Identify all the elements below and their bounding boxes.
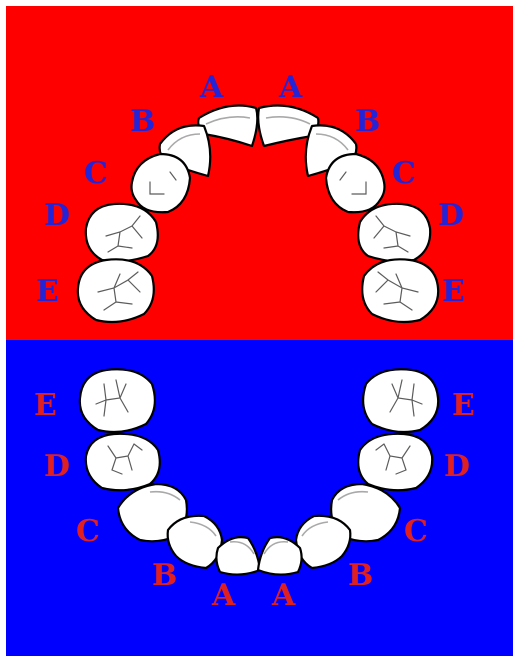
- upper-right-e-label: E: [442, 274, 465, 309]
- lower-left-e-tooth[interactable]: [80, 369, 155, 432]
- upper-right-d-tooth[interactable]: [358, 204, 430, 262]
- lower-left-c-label: C: [76, 514, 100, 549]
- lower-right-d-label: D: [444, 449, 470, 484]
- lower-right-a-label: A: [271, 578, 296, 613]
- lower-right-e-tooth[interactable]: [363, 369, 438, 432]
- upper-right-a-label: A: [278, 70, 303, 105]
- lower-left-b-label: B: [152, 558, 177, 593]
- lower-left-d-tooth[interactable]: [86, 434, 160, 490]
- upper-right-e-tooth[interactable]: [362, 259, 438, 322]
- upper-right-c-label: C: [392, 156, 416, 191]
- upper-left-e-tooth[interactable]: [78, 259, 154, 322]
- upper-left-b-label: B: [130, 104, 155, 139]
- lower-right-c-label: C: [404, 514, 428, 549]
- upper-left-c-label: C: [84, 156, 108, 191]
- upper-left-d-label: D: [44, 198, 70, 233]
- lower-right-e-label: E: [452, 388, 475, 423]
- upper-right-d-label: D: [438, 198, 464, 233]
- lower-right-b-label: B: [348, 558, 373, 593]
- lower-left-a-label: A: [211, 578, 236, 613]
- lower-right-d-tooth[interactable]: [358, 434, 432, 490]
- upper-left-d-tooth[interactable]: [86, 204, 158, 262]
- lower-left-d-label: D: [44, 449, 70, 484]
- upper-right-b-label: B: [355, 104, 380, 139]
- upper-left-e-label: E: [36, 274, 59, 309]
- lower-left-e-label: E: [34, 388, 57, 423]
- upper-left-a-label: A: [199, 70, 224, 105]
